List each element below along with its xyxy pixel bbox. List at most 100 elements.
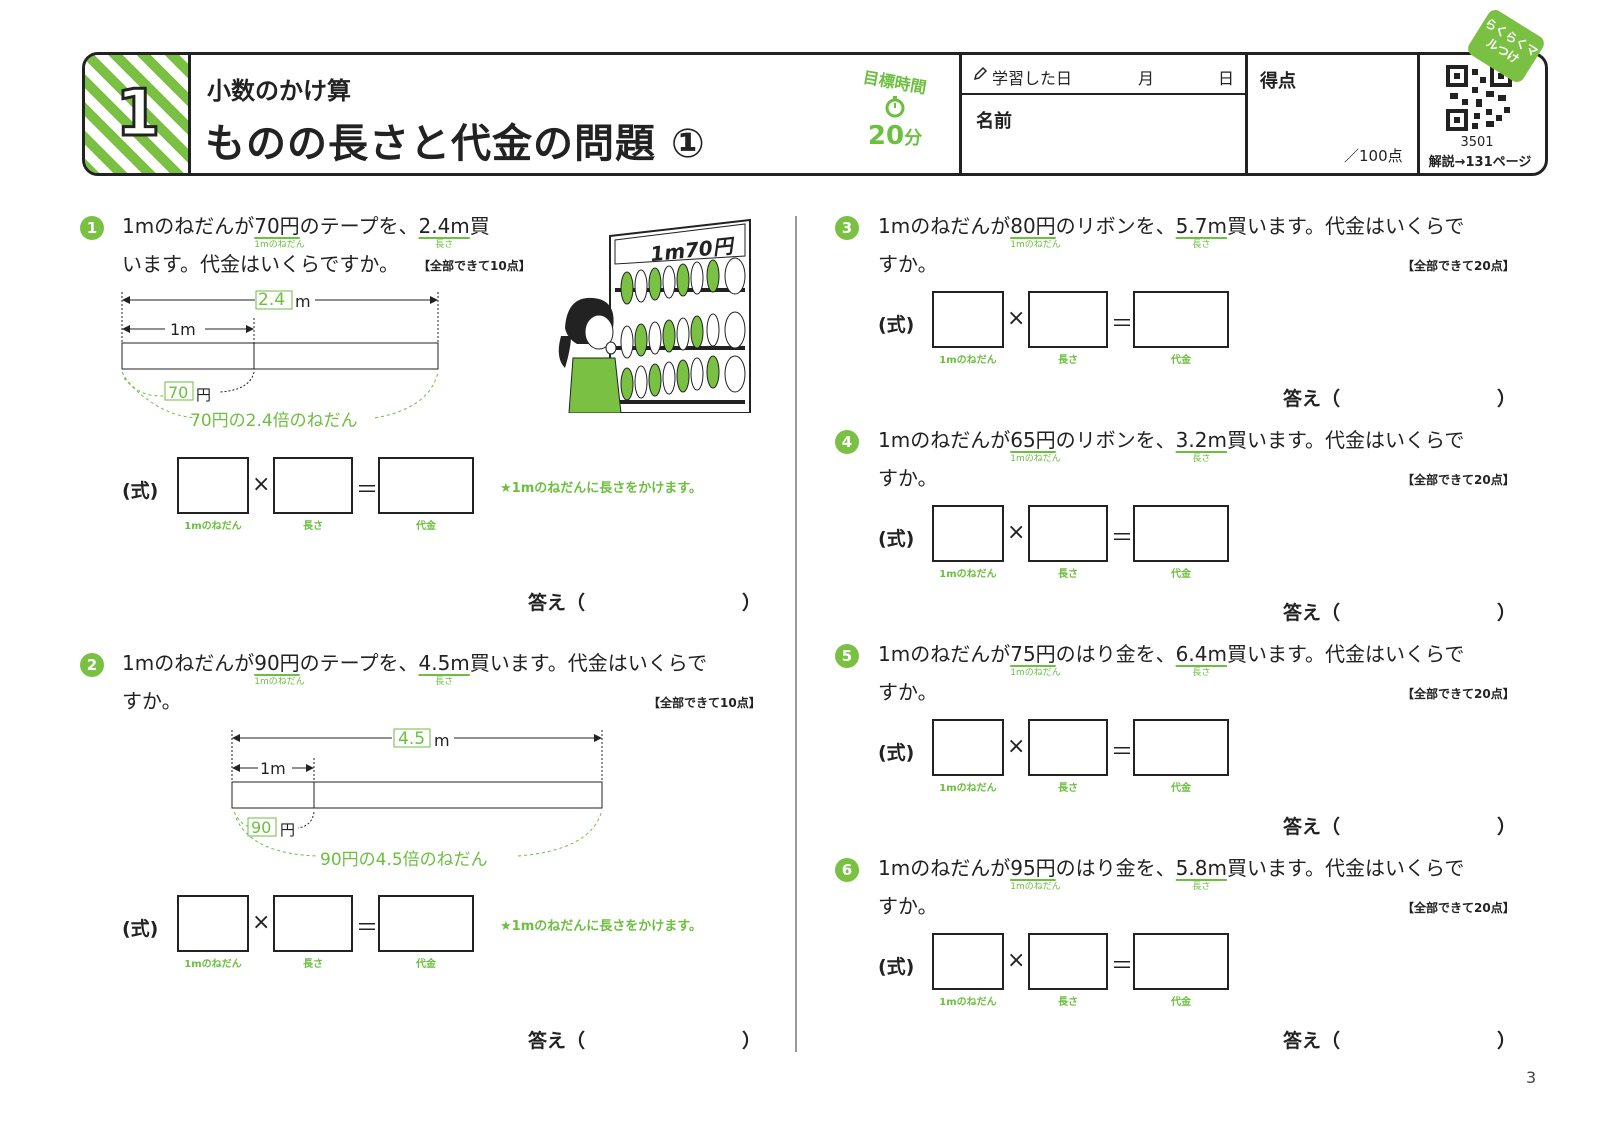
problem-4-length-box[interactable] bbox=[1028, 505, 1108, 562]
pencil-icon bbox=[973, 66, 988, 81]
day-label[interactable]: 日 bbox=[1218, 69, 1235, 88]
length-value: 3.2m bbox=[1175, 428, 1227, 452]
length-caption: 長さ bbox=[1192, 454, 1211, 464]
problem-text-part: います。代金はいくらですか。 bbox=[122, 252, 399, 276]
problem-6-total-box[interactable] bbox=[1133, 933, 1229, 990]
problem-text-part: 買 bbox=[469, 214, 490, 238]
price-caption: 1mのねだん bbox=[1010, 454, 1061, 464]
length-caption: 長さ bbox=[1192, 668, 1211, 678]
problem-4-answer-close[interactable]: ） bbox=[1497, 602, 1517, 624]
problem-2-price-box[interactable] bbox=[177, 895, 249, 952]
diagram-2-unit: m bbox=[434, 731, 450, 750]
problem-6-price-box[interactable] bbox=[932, 933, 1004, 990]
problem-3-answer-label: 答え（ bbox=[1283, 388, 1341, 410]
length-value: 2.4m bbox=[418, 214, 470, 238]
problem-text-part: すか。 bbox=[878, 894, 938, 918]
problem-text-part: のリボンを、 bbox=[1055, 214, 1176, 238]
length-value: 6.4m bbox=[1175, 642, 1227, 666]
price-caption: 1mのねだん bbox=[1010, 668, 1061, 678]
problem-text-part: 1mのねだんが bbox=[122, 214, 255, 238]
length-caption: 長さ bbox=[1192, 240, 1211, 250]
problem-1-price-box[interactable] bbox=[177, 457, 249, 514]
problem-2-answer-close[interactable]: ） bbox=[742, 1030, 762, 1052]
problem-5-length-box[interactable] bbox=[1028, 719, 1108, 776]
problem-text-part: のはり金を、 bbox=[1055, 856, 1176, 880]
problem-4-total-box[interactable] bbox=[1133, 505, 1229, 562]
unit-number-block: 1 bbox=[85, 55, 191, 173]
diagram-1-note: 70円の2.4倍のねだん bbox=[190, 411, 358, 431]
problem-3-points: 【全部できて20点】 bbox=[1402, 259, 1515, 273]
problem-6-length-box[interactable] bbox=[1028, 933, 1108, 990]
caption-total: 代金 bbox=[1171, 783, 1191, 794]
problem-1-points: 【全部できて10点】 bbox=[418, 259, 531, 273]
problem-2-diagram bbox=[231, 728, 603, 857]
ribbon-shop-illustration bbox=[558, 218, 751, 413]
score-label: 得点 bbox=[1260, 71, 1296, 92]
times-sign: × bbox=[1007, 948, 1026, 973]
times-sign: × bbox=[1007, 306, 1026, 331]
problem-text-part: 1mのねだんが bbox=[878, 428, 1011, 452]
problem-1-shiki-label: (式) bbox=[122, 480, 159, 502]
price-caption: 1mのねだん bbox=[1010, 240, 1061, 250]
problem-1-length-box[interactable] bbox=[273, 457, 353, 514]
problem-4-length: 3.2m 長さ bbox=[1175, 428, 1227, 464]
column-divider bbox=[795, 216, 797, 1052]
goal-time-label: 目標時間 bbox=[861, 67, 928, 98]
caption-length: 長さ bbox=[1058, 783, 1078, 794]
caption-length: 長さ bbox=[303, 521, 323, 532]
ribbon-spools bbox=[620, 257, 746, 401]
problem-5-price-box[interactable] bbox=[932, 719, 1004, 776]
problem-4-shiki-label: (式) bbox=[878, 528, 915, 550]
problem-text-part: のテープを、 bbox=[299, 214, 419, 238]
problem-6-answer-close[interactable]: ） bbox=[1497, 1030, 1517, 1052]
study-date-row: 学習した日 月 日 bbox=[962, 55, 1245, 95]
problem-1-total-box[interactable] bbox=[378, 457, 474, 514]
times-sign: × bbox=[1007, 520, 1026, 545]
problem-text-part: 買います。代金はいくらで bbox=[1226, 214, 1465, 238]
problem-text-part: 1mのねだんが bbox=[122, 651, 255, 675]
problem-1-hint: ★1mのねだんに長さをかけます。 bbox=[500, 481, 702, 496]
unit-subtitle: 小数のかけ算 bbox=[207, 77, 351, 105]
problem-2-length-box[interactable] bbox=[273, 895, 353, 952]
diagram-1-one-meter: 1m bbox=[170, 320, 196, 339]
problem-6-points: 【全部できて20点】 bbox=[1402, 901, 1515, 915]
problem-5-total-box[interactable] bbox=[1133, 719, 1229, 776]
problem-5-answer-close[interactable]: ） bbox=[1497, 816, 1517, 838]
goal-time-unit: 分 bbox=[904, 128, 923, 149]
diagram-2-price: 90 bbox=[251, 818, 272, 837]
problem-2-total-box[interactable] bbox=[378, 895, 474, 952]
caption-price: 1mのねだん bbox=[939, 355, 997, 366]
problem-2-answer-label: 答え（ bbox=[528, 1030, 586, 1052]
month-label[interactable]: 月 bbox=[1138, 69, 1155, 88]
problem-1-answer-label: 答え（ bbox=[528, 592, 586, 614]
qr-column: 3501 解説→131ページ bbox=[1417, 55, 1545, 173]
problem-1-answer-close[interactable]: ） bbox=[742, 592, 762, 614]
price-value: 95円 bbox=[1010, 856, 1056, 880]
price-value: 70円 bbox=[254, 214, 300, 238]
price-caption: 1mのねだん bbox=[254, 677, 305, 687]
times-sign: × bbox=[1007, 734, 1026, 759]
problem-2-number: 2 bbox=[80, 653, 104, 677]
length-caption: 長さ bbox=[435, 240, 454, 250]
problem-4-price-box[interactable] bbox=[932, 505, 1004, 562]
caption-price: 1mのねだん bbox=[939, 783, 997, 794]
problem-3-answer-close[interactable]: ） bbox=[1497, 388, 1517, 410]
equals-sign: ＝ bbox=[356, 916, 379, 941]
name-field[interactable]: 名前 bbox=[976, 111, 1012, 132]
problem-3-length-box[interactable] bbox=[1028, 291, 1108, 348]
problem-3-price-box[interactable] bbox=[932, 291, 1004, 348]
problem-3-total-box[interactable] bbox=[1133, 291, 1229, 348]
qr-code-icon[interactable] bbox=[1446, 65, 1512, 131]
problem-5-points: 【全部できて20点】 bbox=[1402, 687, 1515, 701]
caption-price: 1mのねだん bbox=[184, 521, 242, 532]
diagram-2-one-meter: 1m bbox=[260, 759, 286, 778]
price-value: 90円 bbox=[254, 651, 300, 675]
page-title: ものの長さと代金の問題 ① bbox=[205, 121, 706, 167]
problem-text-part: すか。 bbox=[878, 252, 938, 276]
